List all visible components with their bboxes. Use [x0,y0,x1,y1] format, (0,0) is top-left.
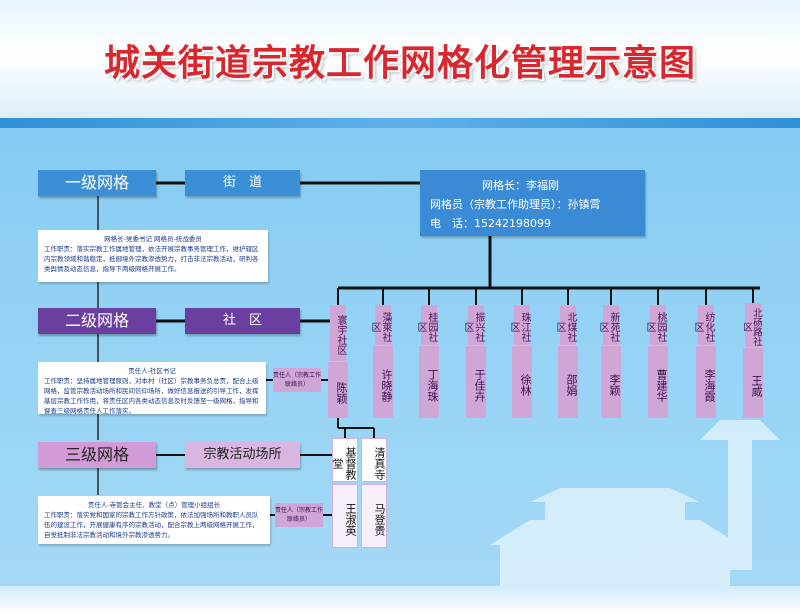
community-person: 陈颖 [328,362,348,418]
level1-label: 一级网格 [38,170,156,196]
level2-label: 二级网格 [38,308,156,334]
community-person: 李颖 [601,346,621,418]
level1-unit-box: 街 道 [185,170,300,196]
level3-unit-box: 宗教活动场所 [185,442,300,468]
community-person: 于佳卉 [466,346,486,418]
level3-label: 三级网格 [38,442,156,468]
community-name: 振兴社区 [462,305,484,345]
place-person: 马登贵 [361,484,387,548]
community-person: 曹建华 [648,346,668,418]
level1-desc-title: 网格长-党委书记 网格员-统战委员 [104,235,202,243]
header-band [0,0,800,125]
community-name: 新苑社区 [597,305,619,345]
place-person: 王淑英 [332,484,358,548]
page-title: 城关街道宗教工作网格化管理示意图 [103,43,696,84]
community-name: 纺化社区 [692,305,714,345]
place-name: 清真寺 [361,438,387,482]
community-name: 寰宇社区 [330,305,346,361]
level2-unit-box: 社 区 [185,308,300,334]
community-name: 藻萊社区 [369,305,391,345]
level3-desc-title: 责任人-寺管会主任、教堂（点）管理小组组长 [87,501,221,509]
level2-responsible-tag: 责任人（宗教工作联络员） [273,368,321,392]
community-name: 桂园社区 [415,305,437,345]
building-decoration [490,420,780,590]
community-person: 李海霞 [696,346,716,418]
community-name: 北煤社区 [554,305,576,345]
level3-responsible-tag: 责任人（宗教工作联络员） [275,503,323,527]
community-name: 桃园社区 [644,305,666,345]
community-person: 王威 [743,348,763,418]
leader-member: 网格员（宗教工作助理员）：孙镇霄 [430,198,601,211]
level3-desc-body: 工作职责：落实党和国家的宗教工作方针政策，依法加强场所和教职人员队伍的建设工作，… [44,511,259,539]
community-person: 丁海珠 [419,346,439,418]
level1-leader-box: 网格长：李福刚 网格员（宗教工作助理员）：孙镇霄 电 话：15242198099 [420,170,645,236]
footer-band [0,586,800,615]
leader-name: 网格长：李福刚 [482,179,559,192]
header-stripe [0,118,800,128]
level2-desc-body: 工作职责：坚持属地管理原则，对本村（社区）宗教事务负总责，配合上级网格，监管宗教… [44,377,259,415]
level2-description: 责任人-社区书记 工作职责：坚持属地管理原则，对本村（社区）宗教事务负总责，配合… [38,362,266,415]
community-name: 北砀路社区 [741,303,762,347]
community-name: 珠江社区 [508,305,530,345]
level2-desc-title: 责任人-社区书记 [128,367,176,375]
place-name: 基督教堂 [331,438,358,482]
level3-description: 责任人-寺管会主任、教堂（点）管理小组组长 工作职责：落实党和国家的宗教工作方针… [38,496,270,544]
community-person: 许晓静 [373,346,393,418]
level1-desc-body: 工作职责：落实宗教工作属地管理，依法开展宗教事务管理工作，维护辖区内宗教领域和谐… [44,245,259,273]
leader-phone: 电 话：15242198099 [430,217,551,230]
level1-description: 网格长-党委书记 网格员-统战委员 工作职责：落实宗教工作属地管理，依法开展宗教… [38,230,268,282]
community-person: 徐林 [512,346,532,418]
community-person: 邵娟 [558,346,578,418]
